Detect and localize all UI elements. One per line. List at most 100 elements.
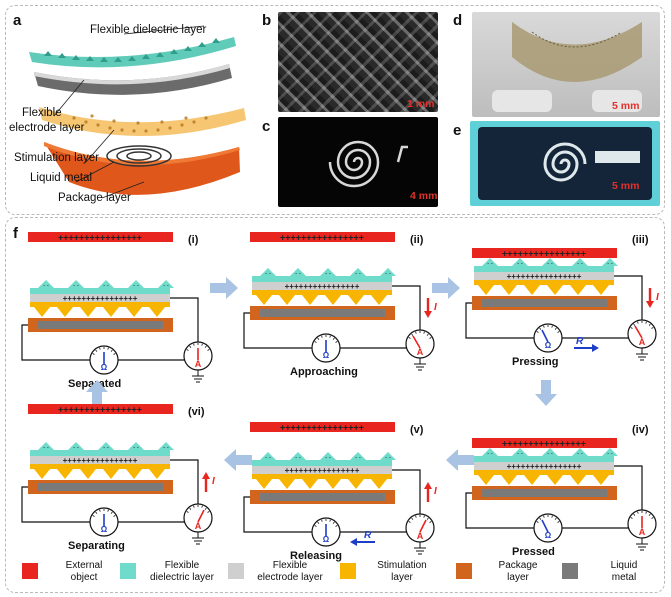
ammeter-tick xyxy=(411,517,414,520)
step-name: Approaching xyxy=(290,366,358,378)
meter-tick xyxy=(332,521,335,524)
panel-b-letter: b xyxy=(262,12,272,29)
dielectric-charge: - - xyxy=(163,445,169,451)
dielectric-charge: - - xyxy=(73,283,79,289)
stimulation-pyramid xyxy=(126,307,142,317)
ammeter-tick xyxy=(648,513,651,516)
electrode-layer xyxy=(252,466,392,474)
stimulation-pyramid xyxy=(149,307,165,317)
ammeter-label: A xyxy=(639,337,646,347)
step-diagram-2: ++++++++++++++++- -- -- -- -- -+++++++++… xyxy=(243,232,437,371)
electrode-layer xyxy=(474,272,614,280)
dielectric-pyramid xyxy=(260,268,276,276)
external-object xyxy=(250,232,395,242)
wire-right xyxy=(614,275,643,320)
electrode-charges: ++++++++++++++++ xyxy=(285,282,360,291)
photo-d-bent-device xyxy=(472,12,660,117)
ammeter-tick xyxy=(207,511,210,513)
ammeter-tick xyxy=(429,337,432,339)
resistance-label: R xyxy=(576,336,584,347)
meter-tick xyxy=(321,519,323,522)
legend-label-line2: object xyxy=(70,572,98,583)
ammeter-label: A xyxy=(417,531,424,541)
stimulation-pyramid xyxy=(570,285,586,295)
meter-tick xyxy=(314,525,317,527)
ammeter-tick xyxy=(186,511,189,513)
wire-right xyxy=(392,285,421,330)
wire-left xyxy=(465,492,534,529)
bottom-frame xyxy=(5,217,665,593)
ammeter-tick xyxy=(630,517,633,519)
omega-label: Ω xyxy=(323,535,330,544)
meter-tick xyxy=(551,325,553,328)
stimulation-pyramid xyxy=(348,295,364,305)
dielectric-charge: - - xyxy=(607,261,613,267)
meter-tick xyxy=(329,335,331,338)
dielectric-charge: - - xyxy=(547,261,553,267)
omega-label: Ω xyxy=(545,531,552,540)
panel-f-letter: f xyxy=(13,225,18,242)
label-dielectric: Flexible dielectric layer xyxy=(90,24,207,36)
ammeter-tick xyxy=(426,517,429,520)
meter-tick xyxy=(110,511,113,514)
dielectric-layer xyxy=(252,276,392,282)
dielectric-charge: - - xyxy=(133,283,139,289)
legend-label-line1: Liquid xyxy=(610,560,638,571)
legend-label-line2: layer xyxy=(507,572,529,583)
dielectric-charge: - - xyxy=(577,451,583,457)
stimulation-pyramid xyxy=(547,475,563,485)
panel-e-letter: e xyxy=(453,122,462,139)
legend-swatch xyxy=(22,563,38,579)
dielectric-charge: - - xyxy=(547,451,553,457)
ammeter-tick xyxy=(186,349,189,351)
stimulation-pyramid xyxy=(325,295,341,305)
resistance-arrow-head xyxy=(592,344,599,352)
ammeter-label: A xyxy=(417,347,424,357)
ammeter-tick xyxy=(193,505,195,508)
stimulation-layer xyxy=(474,280,614,285)
liquid-metal xyxy=(38,321,163,329)
dielectric-charge: - - xyxy=(103,283,109,289)
ammeter-tick xyxy=(204,345,207,348)
scale-e: 5 mm xyxy=(612,180,640,192)
ammeter-tick xyxy=(630,327,633,329)
ammeter-needle xyxy=(412,335,421,349)
meter-tick xyxy=(332,337,335,340)
meter-tick xyxy=(551,515,553,518)
wire-left xyxy=(465,302,534,339)
ammeter-tick xyxy=(633,513,636,516)
omega-label: Ω xyxy=(545,341,552,350)
legend-swatch xyxy=(120,563,136,579)
resistance-arrow-head xyxy=(350,538,357,546)
liquid-metal xyxy=(482,299,607,307)
label-stimulation: Stimulation layer xyxy=(14,152,100,164)
stimulation-pyramid xyxy=(149,469,165,479)
ammeter-needle xyxy=(419,519,427,533)
dielectric-pyramid xyxy=(68,442,84,450)
dielectric-pyramid xyxy=(98,442,114,450)
ammeter-tick xyxy=(415,515,417,518)
dielectric-pyramid xyxy=(482,258,498,266)
meter-tick xyxy=(314,341,317,343)
stimulation-layer xyxy=(30,464,170,469)
dielectric-charge: - - xyxy=(325,455,331,461)
resistance-label: R xyxy=(364,530,372,541)
dielectric-charge: - - xyxy=(517,261,523,267)
scale-d: 5 mm xyxy=(612,100,640,112)
external-object xyxy=(28,404,173,414)
meter-tick xyxy=(113,515,116,517)
dielectric-pyramid xyxy=(128,280,144,288)
step-number: (i) xyxy=(188,234,199,246)
external-object xyxy=(472,248,617,258)
meter-tick xyxy=(539,517,542,520)
stimulation-pyramid xyxy=(80,307,96,317)
step-diagram-1: ++++++++++++++++- -- -- -- -- -+++++++++… xyxy=(21,232,213,383)
stimulation-layer xyxy=(252,474,392,479)
dielectric-pyramid xyxy=(572,258,588,266)
current-label: I xyxy=(212,476,215,487)
ammeter-tick xyxy=(201,505,203,508)
ground-symbol xyxy=(414,358,426,371)
ground-symbol xyxy=(192,532,204,545)
meter-tick xyxy=(110,349,113,352)
